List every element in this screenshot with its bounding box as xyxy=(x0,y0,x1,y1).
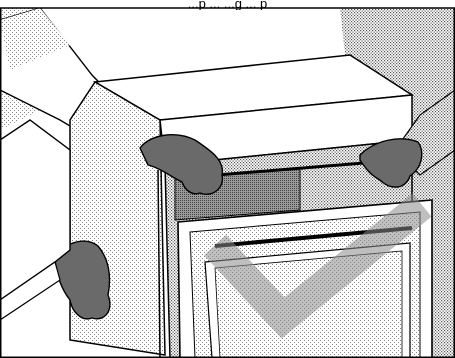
oven-icon xyxy=(70,55,432,358)
left-arm-lower xyxy=(0,120,70,320)
